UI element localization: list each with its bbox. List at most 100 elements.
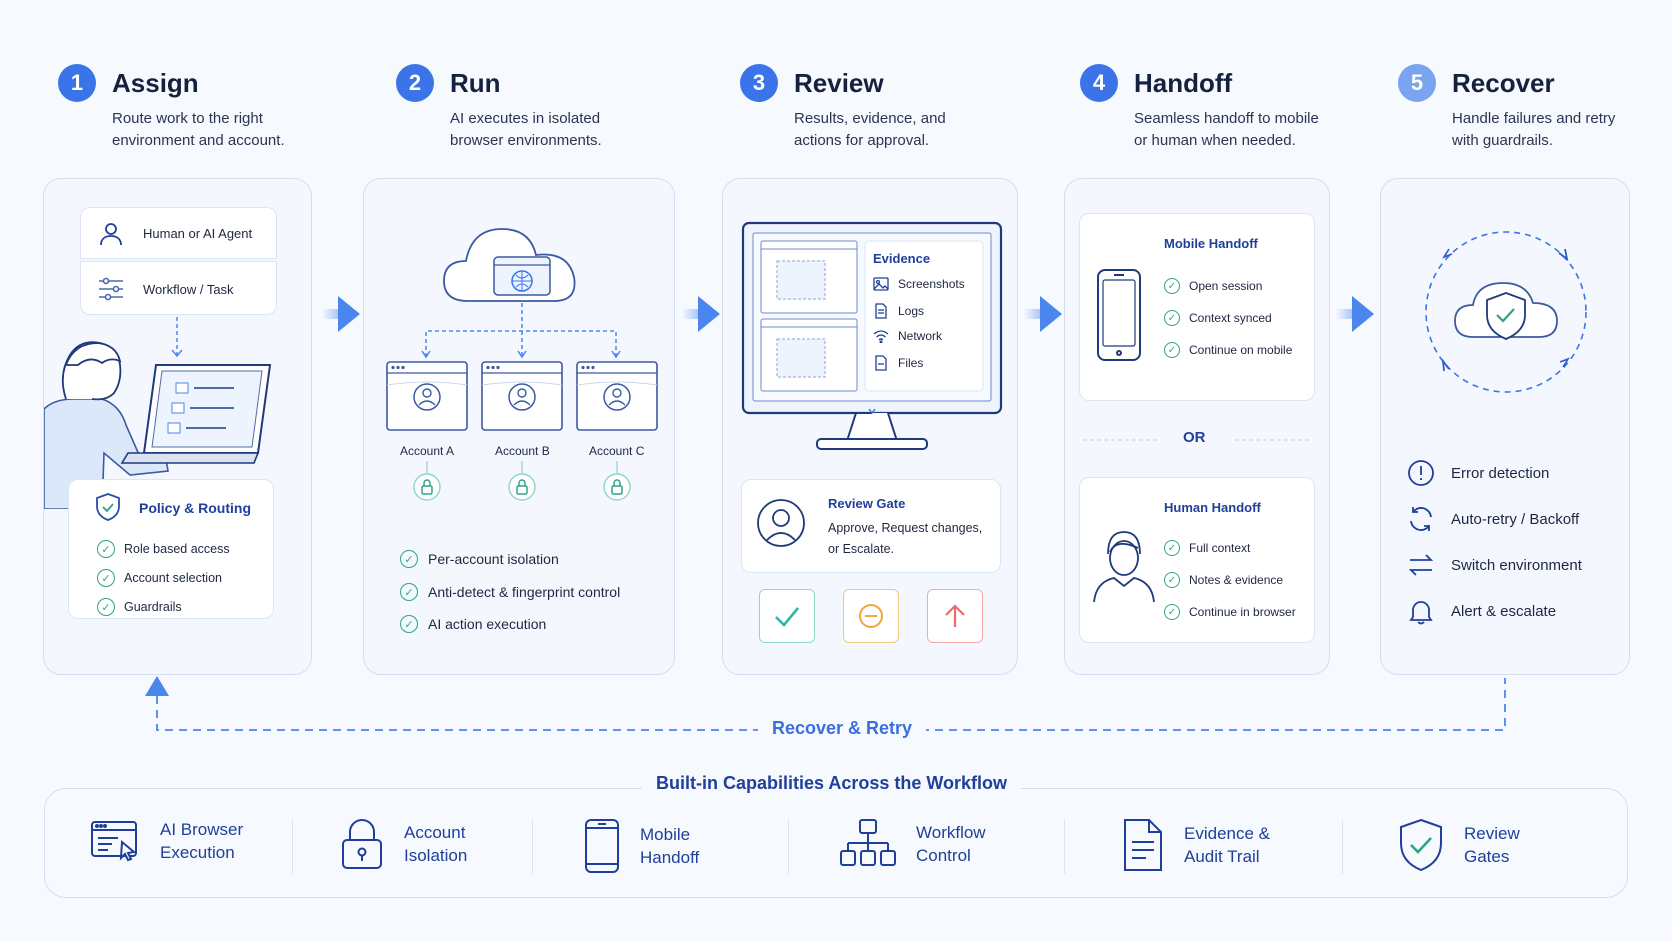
shield-check-icon <box>96 493 120 521</box>
document-icon <box>875 355 887 371</box>
flow-arrow-right <box>698 296 720 332</box>
policy-item: ✓Role based access <box>97 540 230 558</box>
run-feature: ✓Anti-detect & fingerprint control <box>400 583 620 601</box>
checkmark-icon <box>775 607 800 627</box>
lock-icon <box>413 473 441 501</box>
review-gate-description: Approve, Request changes, or Escalate. <box>828 521 983 556</box>
human-avatar-icon <box>1093 531 1155 603</box>
capability-label-line2: Audit Trail <box>1184 847 1260 866</box>
check-icon: ✓ <box>1164 604 1180 620</box>
capability-separator <box>292 820 293 874</box>
step-description: Handle failures and retry with guardrail… <box>1452 110 1616 149</box>
lock-icon <box>342 819 382 869</box>
step-title: Run <box>450 68 501 98</box>
evidence-item[interactable]: Screenshots <box>873 277 965 291</box>
reviewer-avatar-icon <box>757 499 805 547</box>
capability-label-line2: Execution <box>160 843 235 862</box>
step-number: 2 <box>396 64 434 102</box>
check-icon: ✓ <box>1164 572 1180 588</box>
account-label: Account B <box>495 444 550 458</box>
capability-label-line1: Account <box>404 823 466 842</box>
step-number: 4 <box>1080 64 1118 102</box>
run-panel: Account A Account B Account C ✓Per-accou… <box>363 178 675 675</box>
account-label: Account A <box>400 444 455 458</box>
recover-retry-label: Recover & Retry <box>758 718 927 739</box>
recover-item-switch-environment: Switch environment <box>1407 551 1582 579</box>
capability-label-line2: Handoff <box>640 848 700 867</box>
capabilities-bar <box>44 788 1628 898</box>
review-gate-card: Review Gate Approve, Request changes, or… <box>741 479 1001 573</box>
flow-arrow-tail <box>1336 309 1354 319</box>
recovery-cycle-illustration <box>1425 231 1587 393</box>
check-icon: ✓ <box>400 583 418 601</box>
cloud-browser-diagram <box>421 228 621 359</box>
capability-label-line2: Control <box>916 846 971 865</box>
check-icon: ✓ <box>1164 342 1180 358</box>
human-handoff-item: ✓Notes & evidence <box>1164 572 1283 588</box>
capability-separator <box>1342 820 1343 874</box>
check-icon: ✓ <box>400 615 418 633</box>
recover-panel: Error detection Auto-retry / Backoff Swi… <box>1380 178 1630 675</box>
account-label: Account C <box>589 444 645 458</box>
bell-icon <box>1407 597 1435 625</box>
flow-arrow-tail <box>322 309 340 319</box>
run-feature: ✓Per-account isolation <box>400 550 559 568</box>
workflow-task-label: Workflow / Task <box>143 282 234 297</box>
lock-icon <box>508 473 536 501</box>
evidence-item[interactable]: Files <box>873 355 923 371</box>
file-icon <box>875 303 887 319</box>
mobile-handoff-item: ✓Context synced <box>1164 310 1272 326</box>
or-label: OR <box>1183 429 1206 446</box>
flow-arrow-tail <box>1024 309 1042 319</box>
down-arrow <box>171 317 183 358</box>
escalate-button[interactable] <box>927 589 983 643</box>
evidence-item[interactable]: Logs <box>873 303 924 319</box>
step-description: Results, evidence, and actions for appro… <box>794 110 946 149</box>
check-icon: ✓ <box>97 569 115 587</box>
assign-panel: Human or AI Agent Workflow / Task Policy… <box>43 178 312 675</box>
human-agent-label: Human or AI Agent <box>143 226 253 241</box>
step-description: Route work to the right environment and … <box>112 110 285 149</box>
review-gate-title: Review Gate <box>828 496 906 511</box>
capability-label-line1: Mobile <box>640 825 691 844</box>
policy-routing-title: Policy & Routing <box>139 500 251 516</box>
capability-label-line1: AI Browser <box>160 820 244 839</box>
lock-connector-lines <box>426 461 618 473</box>
step-description: AI executes in isolated browser environm… <box>450 110 602 149</box>
sliders-icon <box>99 277 123 301</box>
browser-icon <box>91 821 137 862</box>
check-icon: ✓ <box>97 540 115 558</box>
check-icon: ✓ <box>1164 310 1180 326</box>
recover-item-auto-retry: Auto-retry / Backoff <box>1407 505 1579 533</box>
recover-item-alert-escalate: Alert & escalate <box>1407 597 1556 625</box>
flow-arrow-right <box>1352 296 1374 332</box>
account-window-c[interactable] <box>576 361 658 431</box>
account-window-b[interactable] <box>481 361 563 431</box>
document-icon <box>1124 819 1162 871</box>
monitor-illustration <box>741 221 1003 450</box>
workflow-task-card[interactable]: Workflow / Task <box>80 261 277 315</box>
approve-button[interactable] <box>759 589 815 643</box>
mobile-handoff-item: ✓Open session <box>1164 278 1262 294</box>
person-laptop-illustration <box>44 341 272 509</box>
policy-item: ✓Guardrails <box>97 598 182 616</box>
handoff-panel: Mobile Handoff ✓Open session ✓Context sy… <box>1064 178 1330 675</box>
capability-separator <box>788 820 789 874</box>
run-feature: ✓AI action execution <box>400 615 546 633</box>
evidence-item[interactable]: Network <box>873 329 942 343</box>
account-window-a[interactable] <box>386 361 468 431</box>
policy-item: ✓Account selection <box>97 569 222 587</box>
wifi-icon <box>873 330 889 343</box>
request-changes-button[interactable] <box>843 589 899 643</box>
phone-icon <box>585 819 619 873</box>
human-handoff-item: ✓Full context <box>1164 540 1250 556</box>
user-icon <box>100 223 122 246</box>
step-number: 5 <box>1398 64 1436 102</box>
human-agent-card[interactable]: Human or AI Agent <box>80 207 277 259</box>
retry-icon <box>1407 505 1435 533</box>
policy-routing-card: Policy & Routing ✓Role based access ✓Acc… <box>68 479 274 619</box>
capability-label-line1: Workflow <box>916 823 986 842</box>
